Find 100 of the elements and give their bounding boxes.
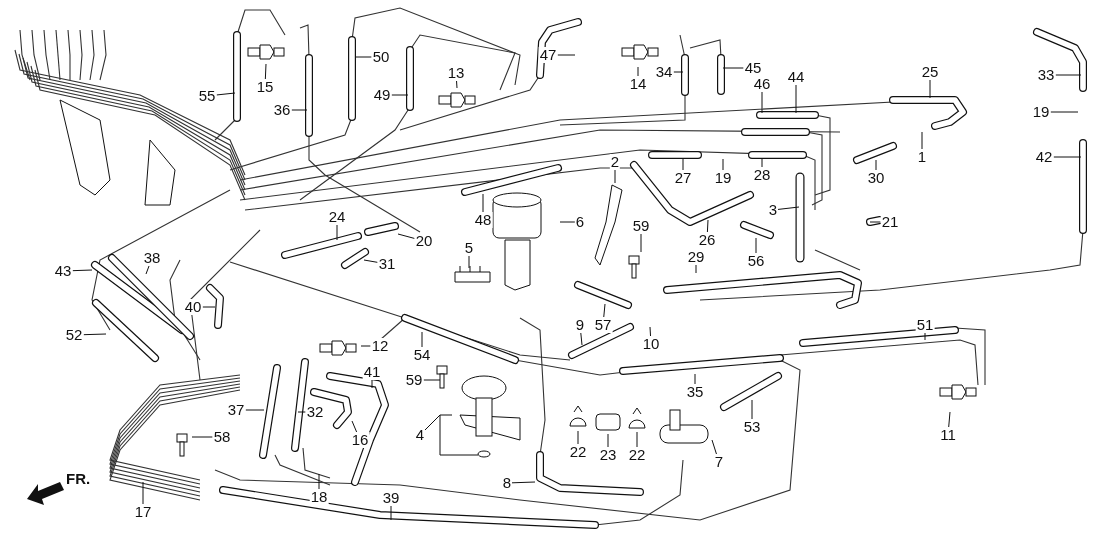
callout-number: 37 bbox=[226, 402, 246, 418]
callout-number: 52 bbox=[64, 327, 84, 343]
callout-number: 24 bbox=[327, 209, 347, 225]
leader-line bbox=[145, 265, 150, 275]
leader-line bbox=[761, 158, 763, 168]
leader-line bbox=[72, 269, 93, 272]
leader-line bbox=[577, 430, 579, 445]
leader-line bbox=[921, 131, 923, 150]
leader-line bbox=[216, 92, 236, 96]
leader-line bbox=[336, 224, 338, 241]
leader-line bbox=[1055, 74, 1082, 76]
leader-line bbox=[559, 221, 576, 223]
callout-number: 3 bbox=[767, 202, 779, 218]
leader-line bbox=[360, 345, 371, 347]
callout-number: 1 bbox=[916, 149, 928, 165]
callout-number: 43 bbox=[53, 263, 73, 279]
leader-line bbox=[264, 63, 267, 80]
callout-number: 30 bbox=[866, 170, 886, 186]
leader-line bbox=[391, 94, 409, 96]
callout-number: 51 bbox=[915, 317, 935, 333]
leader-line bbox=[603, 303, 606, 318]
callout-number: 59 bbox=[631, 218, 651, 234]
callout-number: 15 bbox=[255, 79, 275, 95]
leader-line bbox=[363, 259, 378, 263]
callout-number: 41 bbox=[362, 364, 382, 380]
leader-line bbox=[636, 431, 638, 448]
leader-line bbox=[424, 414, 441, 431]
callout-number: 48 bbox=[473, 212, 493, 228]
leader-line bbox=[875, 159, 877, 171]
leader-line bbox=[245, 409, 265, 411]
callout-number: 21 bbox=[880, 214, 900, 230]
callout-number: 29 bbox=[686, 249, 706, 265]
callout-number: 53 bbox=[742, 419, 762, 435]
leader-line bbox=[142, 481, 144, 505]
callout-number: 40 bbox=[183, 299, 203, 315]
leader-line bbox=[423, 379, 441, 381]
leader-line bbox=[694, 373, 696, 385]
callout-number: 33 bbox=[1036, 67, 1056, 83]
callout-number: 9 bbox=[574, 317, 586, 333]
callout-number: 16 bbox=[350, 432, 370, 448]
callout-number: 19 bbox=[713, 170, 733, 186]
leader-line bbox=[1050, 111, 1079, 113]
leader-line bbox=[468, 255, 470, 269]
leader-line bbox=[637, 66, 639, 77]
callout-number: 13 bbox=[446, 65, 466, 81]
leader-line bbox=[673, 71, 684, 73]
callout-number: 22 bbox=[627, 447, 647, 463]
leader-line bbox=[1053, 156, 1082, 158]
leader-line bbox=[711, 439, 717, 455]
callout-number: 17 bbox=[133, 504, 153, 520]
leader-line bbox=[354, 56, 372, 58]
leader-line bbox=[297, 411, 306, 413]
callout-number: 34 bbox=[654, 64, 674, 80]
leader-line bbox=[371, 379, 373, 389]
callout-number: 18 bbox=[309, 489, 329, 505]
leader-line bbox=[397, 233, 415, 239]
leader-line bbox=[390, 505, 392, 521]
callout-number: 59 bbox=[404, 372, 424, 388]
leader-line bbox=[869, 221, 881, 223]
leader-line bbox=[795, 84, 797, 114]
leader-line bbox=[929, 79, 931, 99]
leader-line bbox=[607, 433, 609, 448]
callout-number: 25 bbox=[920, 64, 940, 80]
callout-number: 32 bbox=[305, 404, 325, 420]
callout-number: 12 bbox=[370, 338, 390, 354]
leader-line bbox=[318, 473, 320, 490]
callout-number: 14 bbox=[628, 76, 648, 92]
callout-number: 49 bbox=[372, 87, 392, 103]
callout-number: 7 bbox=[713, 454, 725, 470]
leader-line bbox=[351, 420, 358, 433]
callout-number: 44 bbox=[786, 69, 806, 85]
leader-line bbox=[682, 158, 684, 171]
callout-number: 45 bbox=[743, 60, 763, 76]
callout-number: 56 bbox=[746, 253, 766, 269]
leader-line bbox=[421, 331, 423, 348]
callout-number: 47 bbox=[538, 47, 558, 63]
callout-number: 23 bbox=[598, 447, 618, 463]
callout-number: 58 bbox=[212, 429, 232, 445]
callout-number: 55 bbox=[197, 88, 217, 104]
callout-number: 39 bbox=[381, 490, 401, 506]
callout-number: 50 bbox=[371, 49, 391, 65]
leader-line bbox=[722, 67, 744, 69]
leader-line bbox=[695, 264, 697, 274]
leader-line bbox=[649, 326, 652, 337]
callout-number: 10 bbox=[641, 336, 661, 352]
callout-number: 8 bbox=[501, 475, 513, 491]
leader-line bbox=[580, 332, 583, 346]
callout-number: 28 bbox=[752, 167, 772, 183]
callout-number: 31 bbox=[377, 256, 397, 272]
leader-line bbox=[456, 80, 458, 89]
leader-line bbox=[755, 237, 757, 254]
callout-number: 20 bbox=[414, 233, 434, 249]
callout-number: 26 bbox=[697, 232, 717, 248]
callout-number: 36 bbox=[272, 102, 292, 118]
callout-number: 19 bbox=[1031, 104, 1051, 120]
leader-line bbox=[83, 333, 107, 336]
callout-number: 38 bbox=[142, 250, 162, 266]
callout-number: 11 bbox=[939, 427, 957, 443]
leader-line bbox=[948, 411, 951, 428]
callout-number: 27 bbox=[673, 170, 693, 186]
